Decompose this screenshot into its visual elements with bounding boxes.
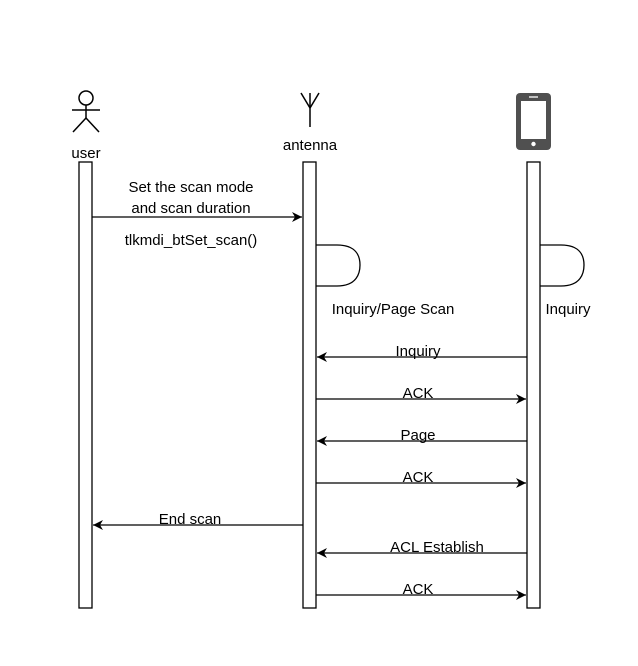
message-label: ACL Establish (390, 539, 484, 556)
phone-lifeline (526, 161, 541, 609)
message-ack-1: ACK (316, 385, 526, 404)
message-ack-2: ACK (316, 469, 526, 488)
phone-self-label: Inquiry (545, 301, 591, 318)
antenna-label: antenna (283, 137, 338, 154)
stick-figure-icon (72, 90, 100, 133)
function-call-label: tlkmdi_btSet_scan() (125, 232, 258, 249)
message-end-scan: End scan (93, 511, 303, 530)
message-label: ACK (403, 385, 434, 402)
smartphone-icon (516, 93, 551, 150)
user-lifeline (78, 161, 93, 609)
set-scan-note-line2: and scan duration (131, 200, 250, 217)
antenna-lifeline (302, 161, 317, 609)
antenna-self-label: Inquiry/Page Scan (332, 301, 455, 318)
antenna-self-loop (316, 244, 361, 287)
user-label: user (71, 145, 100, 162)
message-label: Inquiry (395, 343, 441, 360)
phone-self-loop (540, 244, 585, 287)
message-page: Page (317, 427, 527, 446)
message-ack-3: ACK (316, 581, 526, 600)
message-label: End scan (159, 511, 222, 528)
message-inquiry: Inquiry (317, 343, 527, 362)
message-acl-establish: ACL Establish (317, 539, 527, 558)
message-label: ACK (403, 581, 434, 598)
antenna-icon (300, 92, 320, 127)
message-label: ACK (403, 469, 434, 486)
message-label: Page (400, 427, 435, 444)
set-scan-note-line1: Set the scan mode (128, 179, 253, 196)
